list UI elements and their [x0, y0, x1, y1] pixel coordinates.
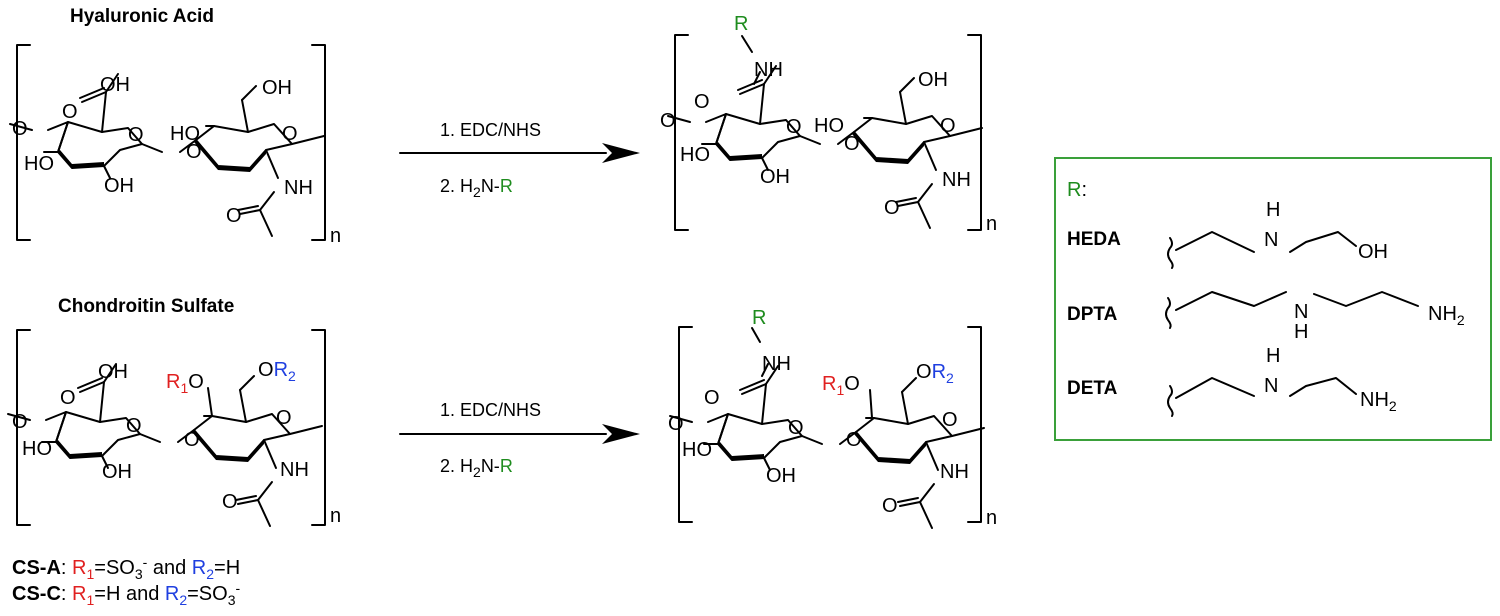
legend-border	[1054, 157, 1492, 441]
svg-text:R: R	[752, 307, 766, 329]
svg-text:O: O	[184, 429, 200, 451]
svg-text:O: O	[186, 141, 202, 163]
svg-text:OR2: OR2	[258, 359, 296, 384]
svg-text:O: O	[276, 407, 292, 429]
svg-text:HO: HO	[682, 439, 712, 461]
svg-text:O: O	[126, 415, 142, 437]
svg-text:O: O	[940, 115, 956, 137]
heda-structure	[1167, 231, 1357, 269]
svg-text:O: O	[844, 133, 860, 155]
footnote-cs-c: CS-C: R1=H and R2=SO3-	[12, 580, 241, 608]
svg-text:O: O	[660, 110, 676, 132]
legend-title: R:	[1067, 179, 1087, 201]
ha-reactant-structure	[9, 44, 326, 241]
svg-text:OH: OH	[262, 77, 292, 99]
cs-product-labels: R NH O O O HO OH O R1O OR2 O NH O n	[668, 307, 997, 529]
svg-text:HO: HO	[24, 153, 54, 175]
svg-text:O: O	[60, 387, 76, 409]
r-group-legend: R: HEDA H N OH DPTA N H NH2 DETA H N NH2	[1054, 157, 1492, 441]
svg-text:O: O	[668, 413, 684, 435]
legend-deta-label: DETA	[1067, 378, 1118, 399]
svg-text:N: N	[1264, 375, 1278, 397]
svg-text:HO: HO	[170, 123, 200, 145]
svg-text:NH: NH	[754, 59, 783, 81]
svg-text:NH2: NH2	[1360, 389, 1397, 414]
svg-text:R1O: R1O	[822, 373, 860, 398]
svg-text:NH: NH	[284, 177, 313, 199]
svg-text:O: O	[12, 118, 28, 140]
svg-text:O: O	[12, 411, 28, 433]
condition-step1-bottom: 1. EDC/NHS	[440, 400, 541, 420]
svg-text:O: O	[222, 491, 238, 513]
ha-product-labels: R NH O O O HO OH O HO OH O NH O n	[660, 13, 997, 235]
condition-step2-bottom: 2. H2N-R	[440, 456, 513, 480]
svg-text:NH2: NH2	[1428, 303, 1465, 328]
svg-text:O: O	[282, 123, 298, 145]
ha-reactant-labels: O OH O O HO OH O HO OH O NH O n	[12, 74, 341, 247]
reaction-arrow-top	[399, 143, 640, 163]
svg-text:OH: OH	[98, 361, 128, 383]
svg-text:HO: HO	[22, 438, 52, 460]
svg-text:OH: OH	[760, 166, 790, 188]
svg-text:O: O	[788, 417, 804, 439]
svg-text:NH: NH	[280, 459, 309, 481]
svg-text:n: n	[330, 505, 341, 527]
svg-text:R1O: R1O	[166, 371, 204, 396]
reaction-arrow-bottom	[399, 424, 640, 444]
svg-text:OH: OH	[104, 175, 134, 197]
svg-text:OH: OH	[1358, 241, 1388, 263]
svg-text:OH: OH	[100, 74, 130, 96]
svg-text:O: O	[846, 429, 862, 451]
svg-text:OH: OH	[918, 69, 948, 91]
svg-text:n: n	[986, 213, 997, 235]
cs-product-structure	[669, 326, 985, 529]
svg-text:OR2: OR2	[916, 361, 954, 386]
svg-text:R: R	[734, 13, 748, 35]
svg-text:OH: OH	[102, 461, 132, 483]
legend-dpta-label: DPTA	[1067, 304, 1118, 325]
svg-text:NH: NH	[942, 169, 971, 191]
ha-title: Hyaluronic Acid	[70, 6, 214, 27]
footnote-cs-a: CS-A: R1=SO3- and R2=H	[12, 554, 240, 582]
svg-text:H: H	[1266, 199, 1280, 221]
deta-structure	[1167, 377, 1357, 417]
svg-text:NH: NH	[762, 353, 791, 375]
condition-step2-top: 2. H2N-R	[440, 176, 513, 200]
dpta-structure	[1165, 291, 1419, 329]
svg-text:H: H	[1294, 321, 1308, 343]
svg-text:N: N	[1294, 301, 1308, 323]
svg-text:O: O	[884, 197, 900, 219]
svg-text:O: O	[694, 91, 710, 113]
svg-text:O: O	[882, 495, 898, 517]
ha-product-structure	[667, 34, 983, 231]
cs-title: Chondroitin Sulfate	[58, 296, 234, 317]
svg-text:O: O	[128, 124, 144, 146]
svg-text:n: n	[330, 225, 341, 247]
svg-text:H: H	[1266, 345, 1280, 367]
svg-text:N: N	[1264, 229, 1278, 251]
svg-text:HO: HO	[814, 115, 844, 137]
svg-text:O: O	[62, 101, 78, 123]
svg-text:n: n	[986, 507, 997, 529]
svg-text:O: O	[704, 387, 720, 409]
svg-text:NH: NH	[940, 461, 969, 483]
svg-text:O: O	[786, 116, 802, 138]
svg-text:O: O	[226, 205, 242, 227]
legend-heda-label: HEDA	[1067, 229, 1121, 250]
svg-text:O: O	[942, 409, 958, 431]
cs-reactant-labels: O OH O O HO OH O R1O OR2 O NH O n	[12, 359, 341, 527]
cs-reactant-structure	[7, 329, 326, 527]
svg-text:OH: OH	[766, 465, 796, 487]
condition-step1-top: 1. EDC/NHS	[440, 120, 541, 140]
svg-text:HO: HO	[680, 144, 710, 166]
